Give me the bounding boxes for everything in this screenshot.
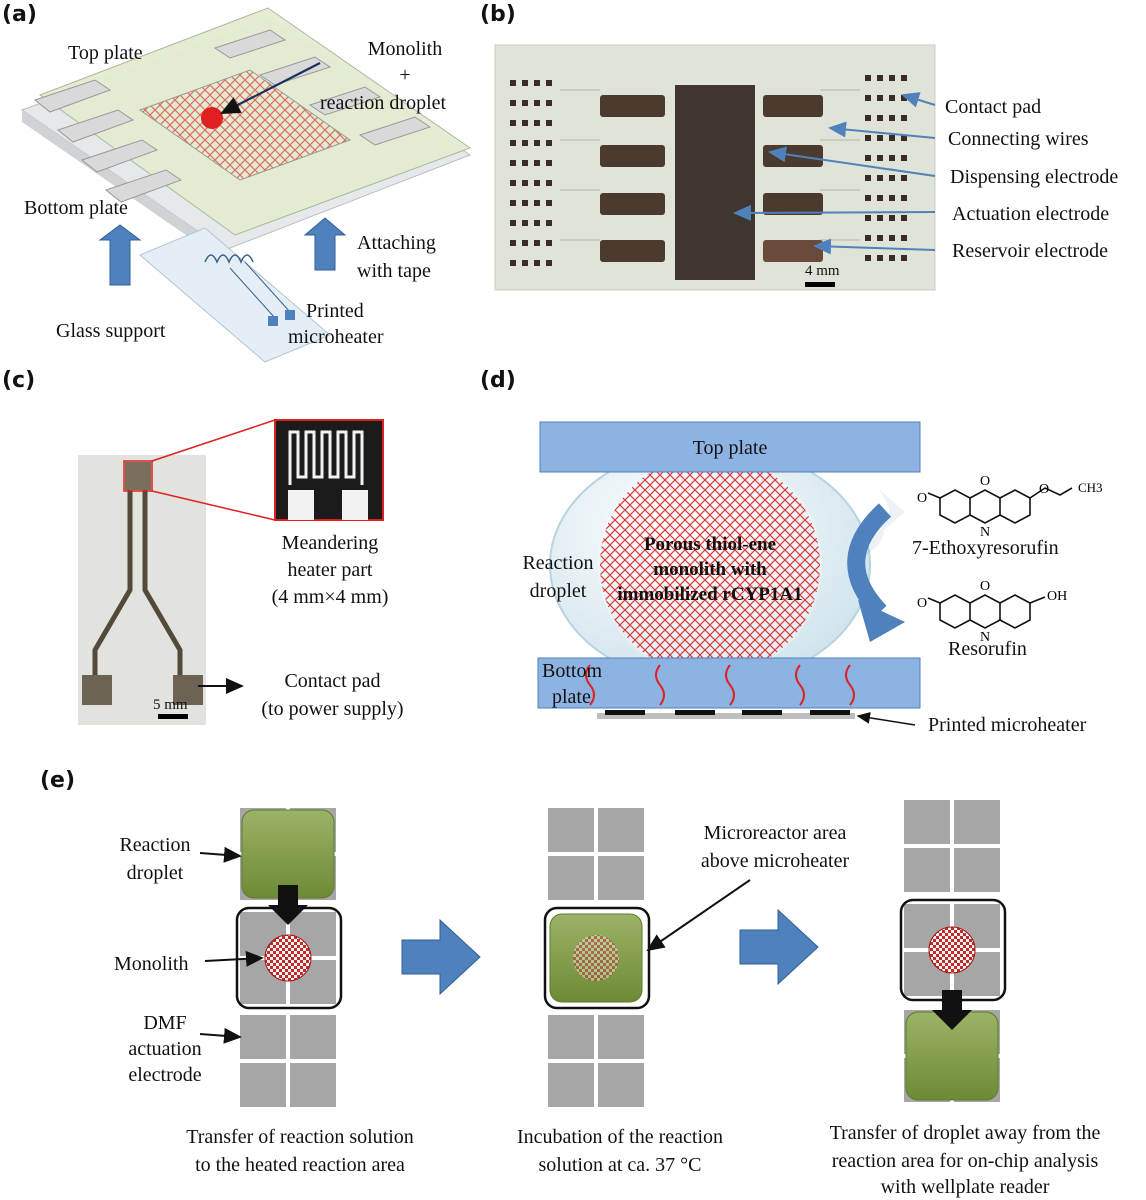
e-step2-line2: solution at ca. 37 °C (538, 1154, 702, 1176)
a-reaction-droplet-label: reaction droplet (320, 92, 447, 114)
a-monolith-label: Monolith (367, 38, 443, 60)
panel-e-label: (e) (40, 768, 76, 793)
d-top-plate-label: Top plate (692, 437, 768, 459)
chem-ch3: CH3 (1078, 480, 1103, 495)
e-droplet-line1: Reaction (119, 834, 191, 856)
chem-oh: OH (1047, 589, 1067, 604)
panel-b-label: (b) (480, 2, 516, 27)
d-monolith-line3: immobilized rCYP1A1 (617, 584, 803, 605)
c-scale-label: 5 mm (153, 697, 188, 713)
e-dmf-line1: DMF (143, 1012, 187, 1034)
d-droplet-line1: Reaction (522, 552, 594, 574)
b-reservoir-electrode-label: Reservoir electrode (952, 240, 1109, 262)
panel-d-label: (d) (480, 368, 516, 393)
d-bottom-line2: plate (552, 686, 591, 708)
panel-d-schematic (537, 421, 1073, 726)
e-step1-line2: to the heated reaction area (195, 1154, 405, 1176)
a-heater-line2: microheater (288, 326, 384, 348)
e-monolith-label: Monolith (114, 953, 189, 975)
chem-o-ether: O (1039, 482, 1049, 497)
panel-c-photo (78, 419, 384, 725)
chem-o-ring-substrate: O (980, 474, 990, 489)
chem-o-product: O (917, 596, 927, 611)
panel-e-sequence (199, 800, 1007, 1107)
b-scale-label: 4 mm (805, 263, 840, 279)
e-dmf-line3: electrode (128, 1064, 202, 1086)
d-heater-label: Printed microheater (928, 714, 1087, 736)
a-heater-line1: Printed (306, 300, 364, 322)
a-monolith-plus: + (399, 64, 411, 86)
c-meander-line3: (4 mm×4 mm) (271, 586, 389, 608)
b-connecting-wires-label: Connecting wires (948, 128, 1089, 150)
panel-c-label: (c) (2, 368, 36, 393)
chem-n-product: N (980, 630, 990, 645)
e-step3-line1: Transfer of droplet away from the (829, 1122, 1101, 1144)
a-attaching-line2: with tape (357, 260, 431, 282)
chem-o-substrate: O (917, 491, 927, 506)
panel-a-label: (a) (2, 2, 37, 27)
c-meander-line2: heater part (287, 559, 373, 581)
contact-pad-array-right (865, 75, 907, 261)
b-actuation-electrode-label: Actuation electrode (952, 203, 1110, 225)
chem-n-substrate: N (980, 525, 990, 540)
e-micro-line1: Microreactor area (703, 822, 847, 844)
d-bottom-line1: Bottom (542, 660, 603, 682)
contact-pad-array-left (510, 80, 552, 266)
b-dispensing-electrode-label: Dispensing electrode (950, 166, 1119, 188)
d-monolith-line2: monolith with (653, 559, 767, 580)
c-contact-line2: (to power supply) (261, 698, 404, 720)
a-top-plate-label: Top plate (68, 42, 143, 64)
e-dmf-line2: actuation (128, 1038, 202, 1060)
e-droplet-line2: droplet (126, 862, 184, 884)
a-bottom-plate-label: Bottom plate (24, 197, 128, 219)
c-meander-line1: Meandering (281, 532, 379, 554)
c-contact-line1: Contact pad (284, 670, 381, 692)
e-step1-line1: Transfer of reaction solution (186, 1126, 414, 1148)
d-monolith-line1: Porous thiol-ene (643, 534, 777, 555)
chem-o-ring-product: O (980, 579, 990, 594)
a-attaching-line1: Attaching (357, 232, 436, 254)
panel-a-illustration (20, 7, 472, 363)
panel-b-photo (494, 44, 936, 291)
e-step3-line3: with wellplate reader (880, 1176, 1050, 1198)
e-micro-line2: above microheater (700, 850, 850, 872)
d-droplet-line2: droplet (529, 580, 587, 602)
a-glass-support-label: Glass support (56, 320, 166, 342)
e-step2-line1: Incubation of the reaction (516, 1126, 724, 1148)
d-substrate-label: 7-Ethoxyresorufin (912, 537, 1059, 559)
e-step3-line2: reaction area for on-chip analysis (831, 1150, 1099, 1172)
d-product-label: Resorufin (948, 638, 1027, 660)
b-contact-pad-label: Contact pad (945, 96, 1042, 118)
